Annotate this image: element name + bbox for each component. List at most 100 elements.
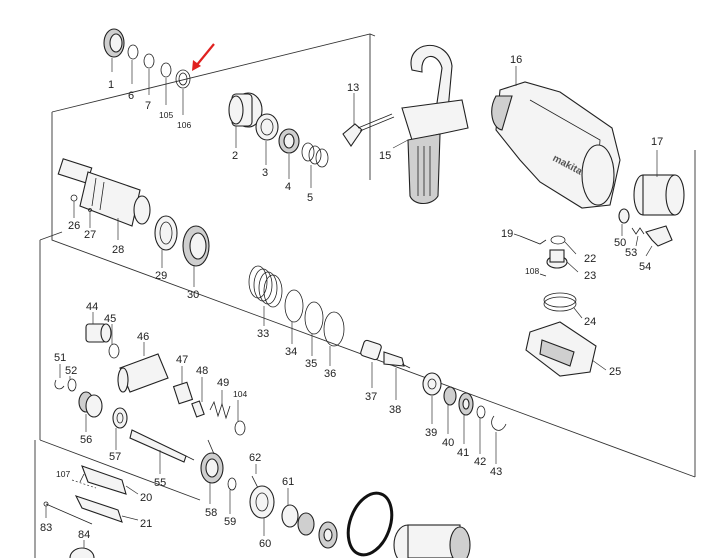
- part-6-ring: [127, 44, 139, 84]
- label-104: 104: [233, 389, 247, 399]
- part-54-bracket: [645, 225, 673, 257]
- label-13: 13: [347, 82, 359, 94]
- part-armature: [393, 524, 471, 558]
- label-84: 84: [78, 529, 90, 541]
- label-40: 40: [442, 437, 454, 449]
- part-21-plate: [74, 495, 139, 523]
- label-59: 59: [224, 516, 236, 528]
- label-50: 50: [614, 237, 626, 249]
- label-53: 53: [625, 247, 637, 259]
- part-46-piston: [117, 342, 169, 393]
- part-58-crank: [200, 439, 224, 504]
- part-33-spring: [248, 265, 283, 326]
- part-50-washer: [618, 208, 630, 236]
- part-28-spindle: [57, 158, 151, 240]
- label-106: 106: [177, 120, 191, 130]
- part-84-cap: [69, 540, 95, 558]
- part-107-pin: [71, 479, 97, 489]
- label-17: 17: [651, 136, 663, 148]
- part-5-spring: [301, 142, 329, 188]
- part-4-ring: [278, 128, 300, 179]
- label-42: 42: [474, 456, 486, 468]
- part-22-oring: [550, 235, 577, 255]
- label-19: 19: [501, 228, 513, 240]
- label-28: 28: [112, 244, 124, 256]
- part-53-spring: [631, 227, 645, 247]
- label-37: 37: [365, 391, 377, 403]
- part-48-pin: [191, 377, 205, 418]
- part-36-ring: [323, 311, 345, 366]
- part-29-ring: [154, 215, 178, 268]
- part-108-pin: [539, 273, 547, 277]
- part-7-ring: [143, 53, 155, 95]
- part-26-ball: [70, 194, 78, 218]
- part-1-cap: [103, 28, 125, 72]
- part-41-ring: [458, 392, 474, 444]
- label-46: 46: [137, 331, 149, 343]
- part-60-holder: [249, 485, 275, 536]
- part-52-washer: [67, 376, 77, 392]
- part-30-gear: [182, 225, 210, 287]
- part-104-ring: [234, 400, 246, 436]
- label-33: 33: [257, 328, 269, 340]
- label-27: 27: [84, 229, 96, 241]
- label-22: 22: [584, 253, 596, 265]
- label-34: 34: [285, 346, 297, 358]
- label-107: 107: [56, 469, 70, 479]
- label-56: 56: [80, 434, 92, 446]
- part-49-spring: [209, 390, 231, 420]
- part-45-oring: [108, 324, 120, 359]
- label-38: 38: [389, 404, 401, 416]
- label-20: 20: [140, 492, 152, 504]
- part-37-sleeve: [360, 339, 382, 388]
- label-108: 108: [525, 266, 539, 276]
- part-25-cover: [525, 321, 607, 377]
- part-large-oring: [346, 491, 394, 557]
- part-34-ring: [284, 289, 304, 344]
- label-62: 62: [249, 452, 261, 464]
- label-26: 26: [68, 220, 80, 232]
- label-1: 1: [108, 79, 114, 91]
- part-47-block: [172, 366, 194, 405]
- label-21: 21: [140, 518, 152, 530]
- part-16-housing: makita: [491, 66, 621, 209]
- part-43-ring: [491, 415, 507, 464]
- part-38-striker: [383, 351, 411, 400]
- part-42-ring: [476, 405, 486, 454]
- part-39-impact: [422, 372, 442, 424]
- part-35-ring: [304, 301, 324, 356]
- label-54: 54: [639, 261, 651, 273]
- part-40-ring: [443, 386, 457, 434]
- part-61-bearing: [281, 488, 315, 536]
- part-19-lever: [513, 233, 547, 245]
- label-24: 24: [584, 316, 596, 328]
- label-44: 44: [86, 301, 98, 313]
- label-5: 5: [307, 192, 313, 204]
- part-59-washer: [227, 477, 237, 514]
- label-58: 58: [205, 507, 217, 519]
- label-29: 29: [155, 270, 167, 282]
- label-51: 51: [54, 352, 66, 364]
- part-23-knob: [546, 249, 579, 273]
- label-23: 23: [584, 270, 596, 282]
- part-105-ring: [160, 62, 172, 105]
- part-bearing-bottom: [318, 521, 338, 549]
- label-35: 35: [305, 358, 317, 370]
- label-25: 25: [609, 366, 621, 378]
- label-16: 16: [510, 54, 522, 66]
- part-56-gear: [78, 391, 103, 432]
- label-41: 41: [457, 447, 469, 459]
- label-4: 4: [285, 181, 291, 193]
- part-57-bearing: [112, 407, 128, 450]
- label-30: 30: [187, 289, 199, 301]
- label-2: 2: [232, 150, 238, 162]
- part-51-clip: [54, 364, 65, 390]
- label-43: 43: [490, 466, 502, 478]
- label-39: 39: [425, 427, 437, 439]
- label-60: 60: [259, 538, 271, 550]
- highlight-arrow: [192, 43, 215, 71]
- part-106-washer: [175, 69, 191, 115]
- section-frames: [34, 33, 696, 558]
- label-61: 61: [282, 476, 294, 488]
